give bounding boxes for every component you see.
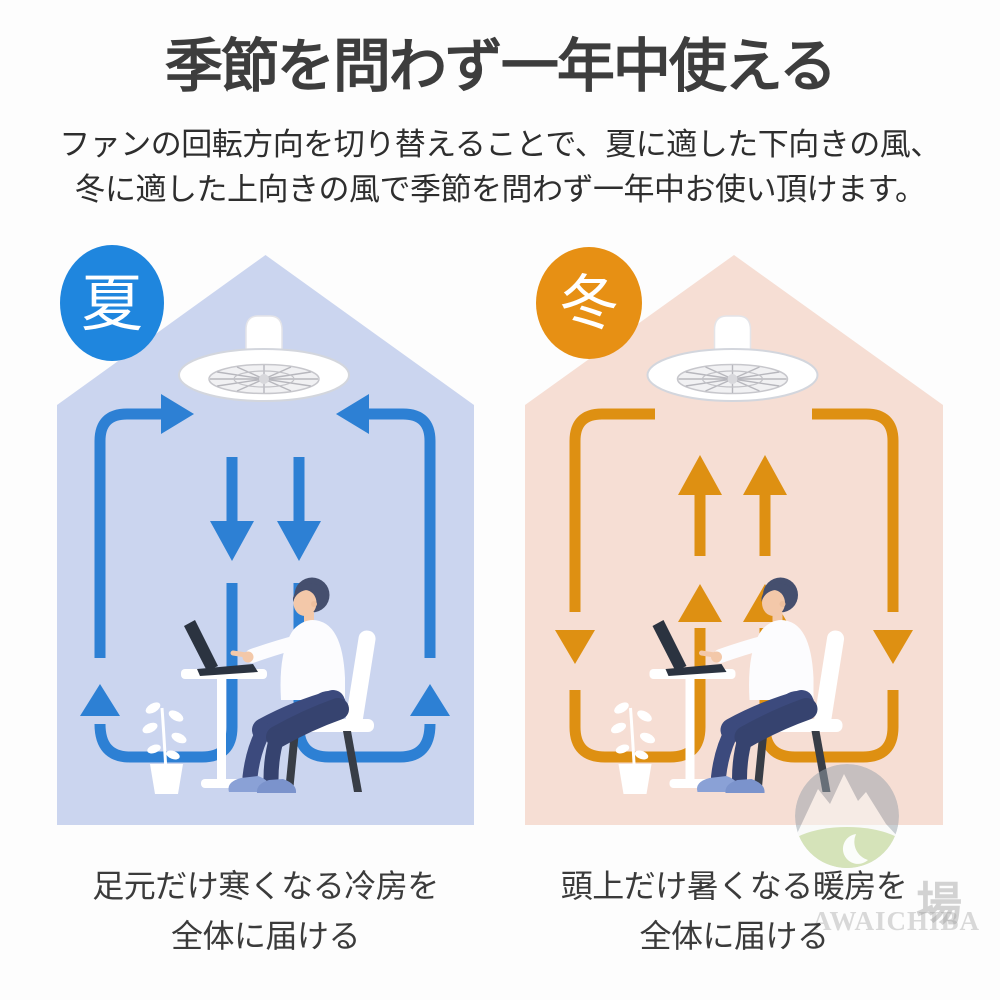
watermark-kanji: 場	[916, 878, 962, 930]
caption-winter: 頭上だけ暑くなる暖房を 全体に届ける	[525, 861, 943, 961]
season-badge-winter-label: 冬	[559, 270, 619, 337]
house-winter-shape	[525, 255, 943, 825]
season-badge-winter: 冬	[536, 247, 642, 359]
house-summer: 夏	[57, 245, 474, 825]
season-badge-summer: 夏	[60, 245, 164, 361]
caption-winter-line-2: 全体に届ける	[639, 918, 829, 954]
airflow-arrows-summer	[80, 394, 450, 763]
house-winter: 冬	[525, 247, 943, 825]
watermark-romaji: AWAICHIBA	[812, 906, 981, 936]
page-title: 季節を問わず一年中使える	[164, 34, 837, 99]
subtitle-line-1: ファンの回転方向を切り替えることで、夏に適した下向きの風、	[59, 127, 941, 162]
subtitle-line-2: 冬に適した上向きの風で季節を問わず一年中お使い頂けます。	[74, 172, 926, 207]
season-badge-summer-label: 夏	[81, 270, 143, 339]
caption-winter-line-1: 頭上だけ暑くなる暖房を	[560, 868, 908, 904]
caption-summer-line-1: 足元だけ寒くなる冷房を	[92, 868, 439, 904]
caption-summer: 足元だけ寒くなる冷房を 全体に届ける	[57, 861, 474, 961]
caption-summer-line-2: 全体に届ける	[170, 918, 361, 954]
